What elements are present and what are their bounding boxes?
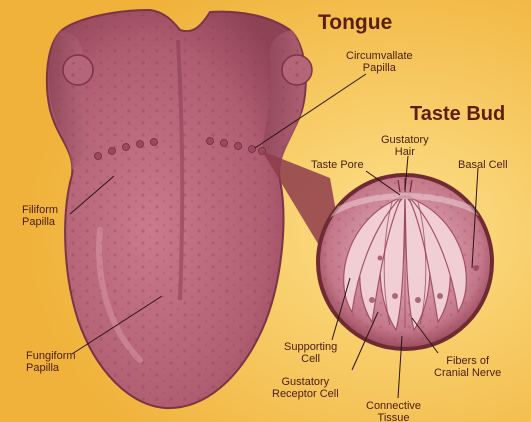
label-circumvallate-papilla: Circumvallate Papilla	[346, 50, 413, 74]
tongue-title: Tongue	[318, 11, 392, 35]
label-basal-cell: Basal Cell	[458, 159, 508, 171]
label-gustatory-hair: Gustatory Hair	[381, 134, 429, 158]
label-taste-pore: Taste Pore	[311, 159, 364, 171]
label-fungiform-papilla: Fungiform Papilla	[26, 350, 76, 374]
label-supporting-cell: Supporting Cell	[284, 341, 337, 365]
label-gustatory-receptor-cell: Gustatory Receptor Cell	[272, 376, 339, 400]
label-connective-tissue: Connective Tissue	[366, 400, 421, 422]
taste-bud-title: Taste Bud	[410, 103, 505, 126]
label-filiform-papilla: Filiform Papilla	[22, 204, 58, 228]
label-fibers-of-cranial-nerve: Fibers of Cranial Nerve	[434, 355, 501, 379]
